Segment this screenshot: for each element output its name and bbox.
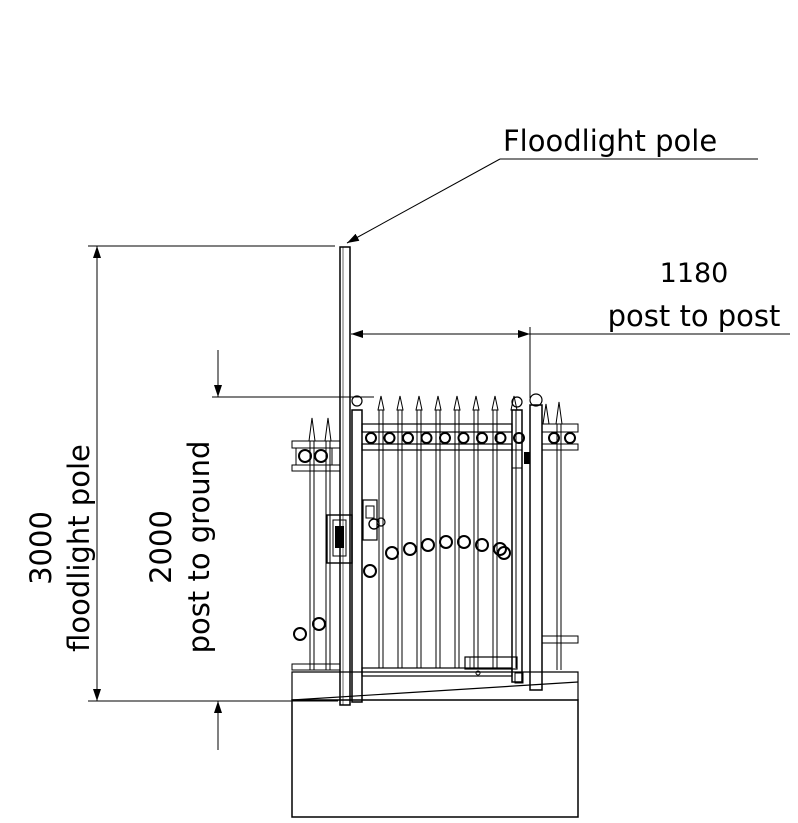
gate-spike (491, 395, 499, 411)
pole-height-label: floodlight pole (62, 444, 96, 652)
gate-mid-ring (475, 538, 489, 552)
gate-mid-ring (497, 546, 511, 560)
gate-mid-ring (385, 546, 399, 560)
gate-spike (377, 395, 385, 411)
pole-height-dimension-text: 3000 floodlight pole (24, 444, 96, 652)
gate-mid-ring (403, 542, 417, 556)
floodlight-callout-label: Floodlight pole (503, 124, 717, 158)
dimension-post-height (212, 350, 374, 750)
floodlight-pole (339, 246, 351, 706)
gate-mid-ring (439, 535, 453, 549)
gate-spike (453, 395, 461, 411)
floodlight-leader (346, 158, 758, 244)
gate-leaf (361, 395, 525, 684)
gate-spikes (377, 395, 518, 411)
gate-ring (476, 432, 488, 444)
gate-mid-ring (457, 535, 471, 549)
gate-lock (326, 449, 530, 580)
right-fence-panel (541, 401, 579, 670)
gate-ring (383, 432, 396, 444)
gate-spike (396, 395, 404, 411)
post-to-post-label: post to post (608, 299, 781, 333)
gate-ring (365, 432, 377, 444)
gate-ring (402, 432, 414, 444)
gate-spike (510, 395, 518, 411)
post-height-label: post to ground (182, 441, 216, 654)
gate-rings (365, 432, 525, 444)
pole-height-value: 3000 (24, 511, 58, 585)
gate-ring (494, 432, 507, 444)
post-height-dimension-text: 2000 post to ground (144, 441, 216, 654)
gate-ring (457, 432, 470, 444)
post-height-value: 2000 (144, 510, 178, 584)
gate-ring (420, 432, 433, 444)
gate-mid-ring (421, 538, 435, 552)
left-fence-panel (291, 417, 341, 671)
gate-spike (415, 395, 423, 411)
gate-ring (439, 432, 451, 444)
post-to-post-value: 1180 (660, 258, 729, 289)
foundation (291, 671, 579, 818)
dimension-post-to-post (351, 327, 790, 398)
dimension-floodlight-height (88, 245, 338, 702)
gate-mid-rings (385, 535, 511, 560)
gate-ring (513, 432, 525, 444)
gate-mid-ring (493, 542, 507, 556)
gate-spike (434, 395, 442, 411)
gate-bars (378, 410, 517, 668)
gate-spike (472, 395, 480, 411)
